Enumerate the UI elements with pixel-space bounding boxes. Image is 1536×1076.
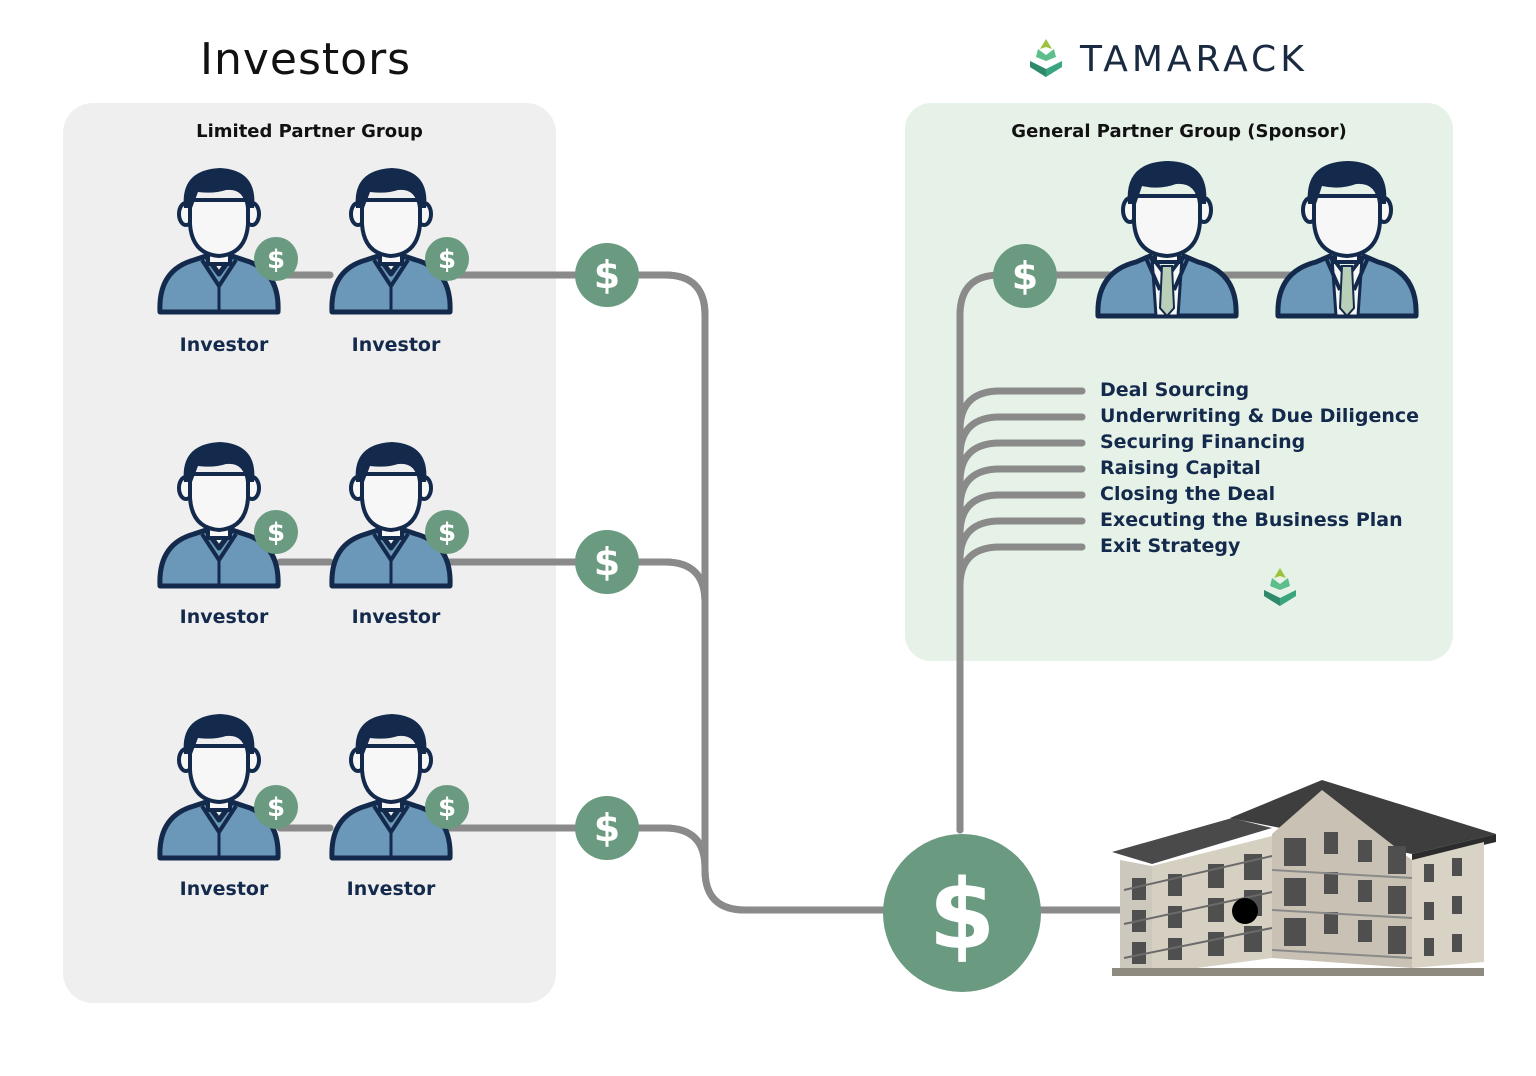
general-partner-title: General Partner Group (Sponsor) xyxy=(1011,121,1347,142)
row-dollar-coin-icon: $ xyxy=(575,796,639,860)
svg-text:$: $ xyxy=(594,540,620,584)
investor-label: Investor xyxy=(346,878,436,900)
svg-text:$: $ xyxy=(438,793,456,823)
svg-text:$: $ xyxy=(267,793,285,823)
row-dollar-coin-icon: $ xyxy=(575,530,639,594)
task-raising-capital: Raising Capital xyxy=(1100,457,1261,479)
svg-text:$: $ xyxy=(929,859,996,971)
brand-logo: TAMARACK xyxy=(1026,34,1308,84)
apartment-building-image xyxy=(1112,780,1496,976)
svg-text:$: $ xyxy=(438,245,456,275)
limited-partner-title: Limited Partner Group xyxy=(196,121,423,142)
svg-text:$: $ xyxy=(438,518,456,548)
investors-title: Investors xyxy=(200,34,412,85)
sponsor-dollar-coin-icon: $ xyxy=(993,244,1057,308)
central-dollar-coin-icon: $ xyxy=(883,834,1041,992)
investor-label: Investor xyxy=(179,606,269,628)
investor-label: Investor xyxy=(179,878,269,900)
limited-partner-panel: Limited Partner Group xyxy=(63,103,556,1003)
svg-text:$: $ xyxy=(1012,254,1038,298)
investor-coin-icon: $ xyxy=(425,510,469,554)
task-executing-plan: Executing the Business Plan xyxy=(1100,509,1403,531)
property-endpoint-marker xyxy=(1232,898,1258,924)
investor-coin-icon: $ xyxy=(254,785,298,829)
investor-coin-icon: $ xyxy=(254,510,298,554)
tamarack-leaf-icon xyxy=(1030,39,1062,77)
investor-label: Investor xyxy=(351,334,441,356)
task-securing-financing: Securing Financing xyxy=(1100,431,1306,453)
task-exit-strategy: Exit Strategy xyxy=(1100,535,1241,557)
task-underwriting: Underwriting & Due Diligence xyxy=(1100,405,1420,427)
task-closing-deal: Closing the Deal xyxy=(1100,483,1276,505)
svg-text:$: $ xyxy=(267,518,285,548)
task-deal-sourcing: Deal Sourcing xyxy=(1100,379,1250,401)
brand-name: TAMARACK xyxy=(1080,38,1308,80)
sponsor-figure xyxy=(1092,158,1242,328)
svg-text:$: $ xyxy=(594,806,620,850)
sponsor-figure xyxy=(1272,158,1422,328)
tamarack-leaf-small-icon xyxy=(1264,568,1296,606)
svg-text:$: $ xyxy=(267,245,285,275)
investor-coin-icon: $ xyxy=(425,237,469,281)
investor-coin-icon: $ xyxy=(425,785,469,829)
investor-coin-icon: $ xyxy=(254,237,298,281)
svg-text:$: $ xyxy=(594,253,620,297)
investor-label: Investor xyxy=(351,606,441,628)
investor-label: Investor xyxy=(179,334,269,356)
row-dollar-coin-icon: $ xyxy=(575,243,639,307)
